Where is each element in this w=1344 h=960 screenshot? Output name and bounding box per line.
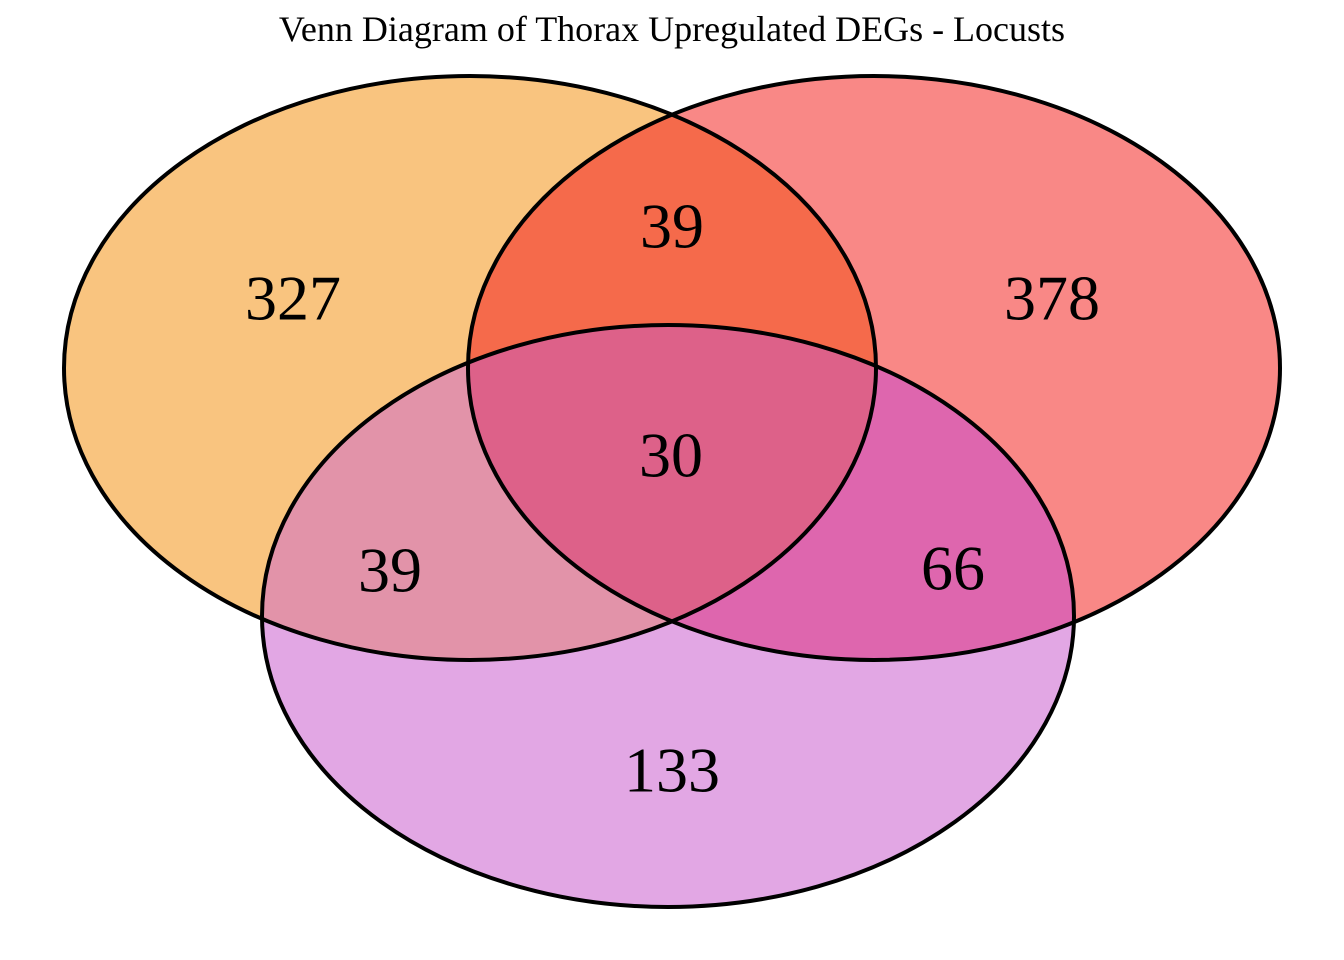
count-label-bottom-only: 133 [624, 735, 720, 806]
chart-title: Venn Diagram of Thorax Upregulated DEGs … [278, 9, 1066, 49]
count-label-right-only: 378 [1004, 263, 1100, 334]
count-label-center: 30 [639, 420, 703, 491]
venn-outline-bottom-set [260, 323, 1076, 909]
venn-outline-right-set [466, 74, 1282, 662]
count-label-left-bottom: 39 [358, 535, 422, 606]
count-label-right-bottom: 66 [921, 533, 985, 604]
count-label-left-only: 327 [245, 263, 341, 334]
count-label-left-right: 39 [640, 191, 704, 262]
